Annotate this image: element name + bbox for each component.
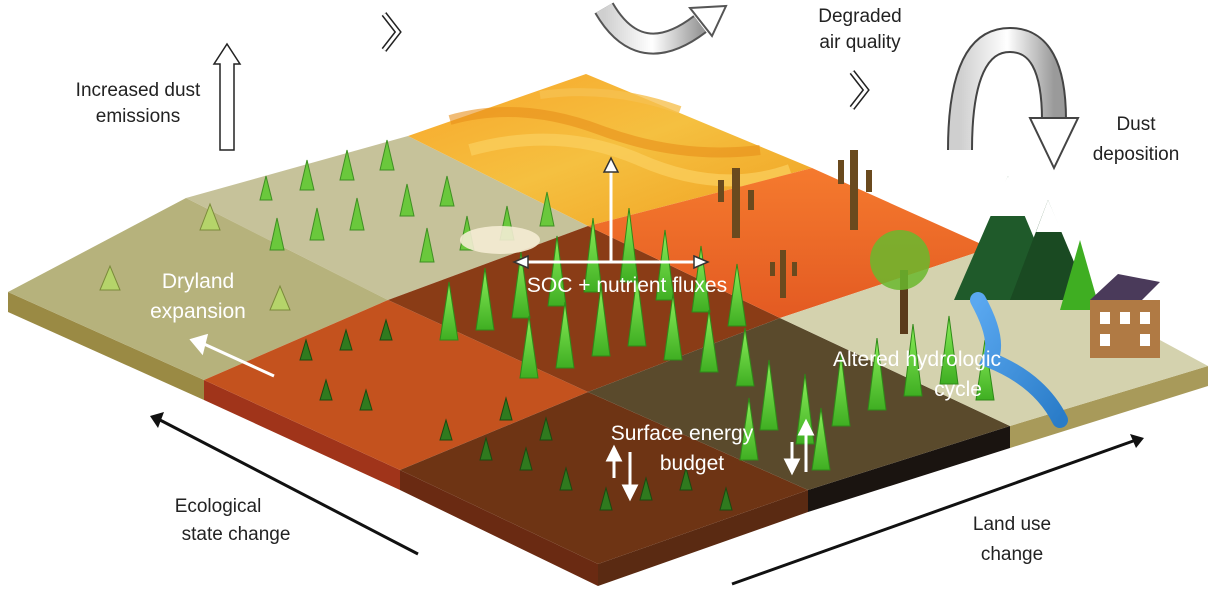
slab-edges (8, 292, 1208, 586)
energy-arrows-right (783, 418, 815, 476)
dust-cloud (460, 226, 540, 254)
label-increased-dust-1: Increased dust (76, 80, 201, 101)
label-hydrologic-2: cycle (934, 378, 982, 401)
dryland-expansion-arrow (189, 333, 275, 378)
label-dust-deposition-2: deposition (1093, 144, 1180, 165)
label-soc-fluxes: SOC + nutrient fluxes (527, 274, 727, 297)
label-dust-deposition-1: Dust (1116, 114, 1156, 135)
chevron-arrow-top (381, 12, 402, 52)
curved-arrow-top (594, 2, 728, 55)
plate-dry-grass-back (186, 136, 588, 300)
plate-dark-soil (400, 392, 808, 564)
chevron-arrow-air (849, 70, 870, 110)
cacti (718, 150, 872, 298)
label-energy-2: budget (660, 452, 724, 475)
label-hydrologic-1: Altered hydrologic (833, 348, 1001, 371)
label-ecological-1: Ecological (175, 496, 262, 517)
plate-dry-grass-front (8, 198, 388, 380)
label-dryland-2: expansion (150, 300, 246, 323)
label-dryland-1: Dryland (162, 270, 234, 293)
house (1090, 274, 1160, 358)
tree (870, 230, 930, 334)
plate-desert (408, 74, 812, 226)
increased-dust-arrow (212, 42, 242, 151)
label-degraded-air-1: Degraded (818, 6, 901, 27)
label-energy-1: Surface energy (611, 422, 754, 445)
mountains (954, 176, 1100, 310)
label-land-use-1: Land use (973, 514, 1051, 535)
label-degraded-air-2: air quality (819, 32, 901, 53)
plate-brown-grass (388, 226, 780, 392)
river (970, 292, 1068, 428)
plate-grass-rows (588, 318, 1010, 490)
label-land-use-2: change (981, 544, 1043, 565)
energy-arrows-left (605, 444, 639, 502)
label-increased-dust-2: emissions (96, 106, 180, 127)
label-ecological-2: state change (182, 524, 291, 545)
soc-cross-arrows (512, 156, 710, 270)
land-use-arrow (731, 434, 1144, 586)
grass-tufts (99, 139, 995, 511)
dust-deposition-arrow (947, 26, 1080, 171)
plate-red-soil (204, 300, 588, 470)
ecological-state-arrow (150, 412, 419, 556)
